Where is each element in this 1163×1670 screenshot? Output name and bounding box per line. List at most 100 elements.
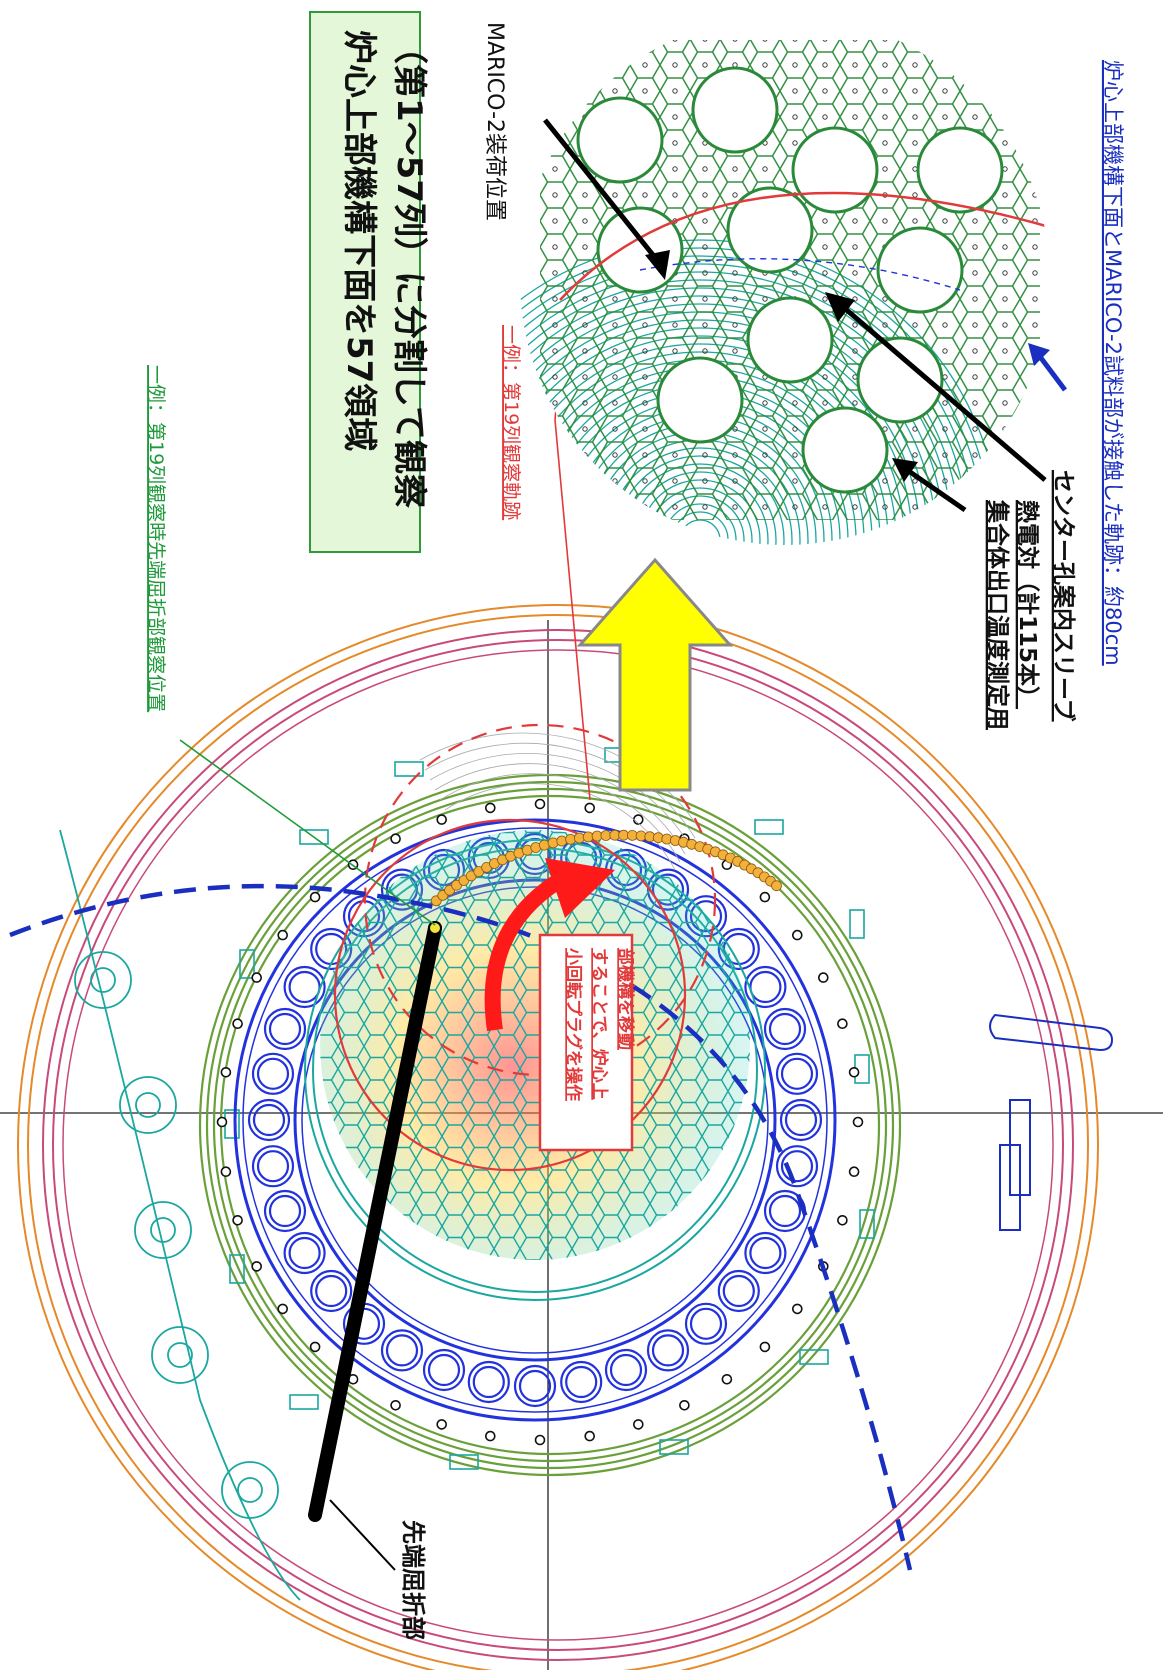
right-tube-fixtures xyxy=(989,1013,1114,1231)
bolt-hole xyxy=(848,1067,860,1078)
title-line2: （第1～57列）に分割して観察 xyxy=(389,30,429,508)
bolt-hole xyxy=(791,1303,803,1315)
bolt-hole xyxy=(309,1341,321,1353)
storage-position-inner xyxy=(268,1012,302,1046)
storage-position-circle xyxy=(247,1098,291,1142)
track-bead xyxy=(556,835,568,847)
red-rotation-arrow xyxy=(484,858,615,1032)
storage-position-circle xyxy=(744,965,787,1009)
title-box xyxy=(309,11,421,553)
storage-position-inner xyxy=(722,1274,755,1308)
contact-trace-label: 炉心上部機構下面とMARICO-2試料部が接触した軌跡：約80cm xyxy=(1101,60,1125,666)
storage-position-circle xyxy=(646,1329,690,1372)
bolt-hole xyxy=(309,891,321,903)
storage-position-circle xyxy=(779,1098,823,1142)
row19-track-label: 一例：第19列観察軌跡 xyxy=(500,325,522,520)
inset-large-assembly xyxy=(726,186,814,274)
bolt-hole xyxy=(584,1430,596,1442)
storage-position-circle xyxy=(310,1269,353,1313)
bolt-hole xyxy=(759,1341,771,1353)
storage-position-inner xyxy=(385,1334,419,1367)
storage-position-inner xyxy=(780,1150,814,1183)
bolt-hole xyxy=(216,1116,228,1128)
inset-large-assembly xyxy=(791,126,879,214)
bolt-hole xyxy=(484,1430,496,1442)
bolt-hole xyxy=(848,1166,860,1177)
storage-position-circle xyxy=(251,1052,295,1095)
storage-position-circle xyxy=(604,1348,648,1392)
storage-position-circle xyxy=(263,1007,307,1051)
row19-bend-position-label: 一例：第19列観察時先端屈折部観察位置 xyxy=(145,365,167,712)
storage-position-inner xyxy=(256,1150,290,1183)
storage-position-inner xyxy=(268,1194,302,1228)
bolt-hole xyxy=(232,1018,243,1030)
bolt-hole xyxy=(837,1018,848,1030)
bolt-hole xyxy=(679,1400,690,1411)
bolt-hole xyxy=(220,1166,232,1177)
track-bead xyxy=(547,837,559,849)
storage-position-circle xyxy=(775,1145,819,1188)
storage-position-circle xyxy=(684,1302,728,1345)
thermocouple-label-line2: 熱電対（計115本） xyxy=(1014,500,1041,709)
storage-position-circle xyxy=(263,1189,307,1233)
bolt-hole xyxy=(817,972,829,983)
marico-position-label: MARICO-2装荷位置 xyxy=(482,22,507,221)
storage-position-circle xyxy=(467,1360,510,1404)
bolt-hole xyxy=(759,891,771,903)
plug-note-line1: 小回転プラグを操作 xyxy=(563,948,584,1101)
storage-position-circle xyxy=(283,1231,326,1275)
bolt-hole xyxy=(232,1215,243,1226)
blue-dashed-arc xyxy=(9,883,913,1571)
inset-large-assembly xyxy=(746,296,834,384)
inset-large-assembly xyxy=(691,66,779,154)
bolt-hole xyxy=(277,929,289,941)
black-dot-ring xyxy=(216,798,864,1446)
bolt-hole xyxy=(277,1303,289,1315)
storage-position-inner xyxy=(252,1103,286,1137)
storage-position-inner xyxy=(689,1307,723,1340)
bolt-hole xyxy=(390,1400,401,1411)
grey-trace-arcs xyxy=(419,732,701,871)
storage-position-circle xyxy=(251,1145,295,1188)
storage-position-circle xyxy=(775,1052,819,1095)
bolt-hole xyxy=(534,798,546,810)
track-bead xyxy=(771,880,782,892)
storage-position-circle xyxy=(283,965,326,1009)
storage-position-circle xyxy=(422,1348,466,1392)
storage-position-inner xyxy=(784,1103,818,1137)
thermocouple-label-line1: 集合体出口温度測定用 xyxy=(984,499,1011,730)
bolt-hole xyxy=(251,972,263,983)
plug-note-box xyxy=(538,933,634,1152)
observation-track-beads xyxy=(430,829,782,907)
storage-position-inner xyxy=(518,1369,552,1403)
left-teal-fixtures xyxy=(59,829,301,1601)
inset-large-assembly xyxy=(916,126,1004,214)
inset-large-assembly xyxy=(576,96,664,184)
inset-large-assembly xyxy=(596,206,684,294)
storage-position-inner xyxy=(427,1353,461,1387)
storage-position-circle xyxy=(717,1269,760,1313)
storage-position-inner xyxy=(609,1353,643,1387)
center-hole-sleeve-label: センター孔案内スリーブ xyxy=(1050,470,1077,722)
inset-magnified-view xyxy=(520,15,1050,545)
bolt-hole xyxy=(852,1116,864,1128)
storage-position-circle xyxy=(744,1231,787,1275)
plug-note-line3: 部機構を移動 xyxy=(615,948,636,1050)
storage-position-inner xyxy=(651,1334,685,1367)
storage-position-inner xyxy=(288,970,321,1004)
track-bead xyxy=(600,830,612,841)
bolt-hole xyxy=(632,1419,644,1430)
plug-note-line2: することで、炉心上 xyxy=(589,948,610,1100)
bolt-hole xyxy=(436,814,448,825)
storage-position-inner xyxy=(768,1194,802,1228)
storage-position-circle xyxy=(513,1364,557,1408)
storage-position-circle xyxy=(560,1360,603,1404)
inset-pointer-arrows xyxy=(543,118,1067,513)
bolt-hole xyxy=(390,833,401,845)
probe-rod xyxy=(308,921,442,1522)
storage-position-inner xyxy=(256,1057,290,1090)
storage-position-inner xyxy=(472,1365,505,1399)
bolt-hole xyxy=(721,1374,733,1385)
inset-large-assembly xyxy=(876,226,964,314)
tip-bend-label: 先端屈折部 xyxy=(399,1520,427,1640)
